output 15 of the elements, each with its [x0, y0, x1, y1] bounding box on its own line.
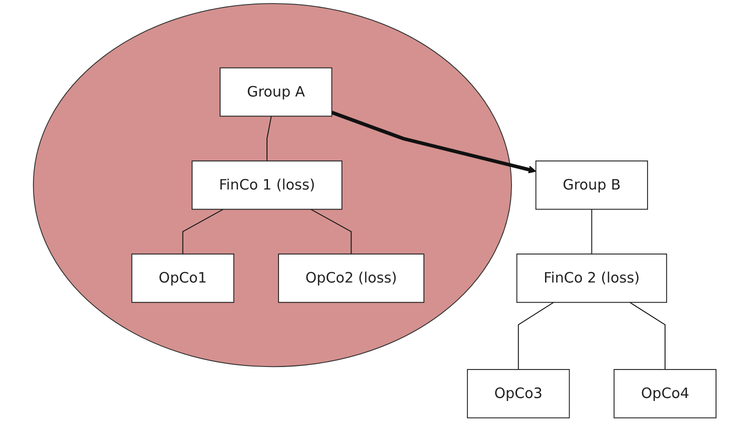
- node-box: FinCo 1 (loss): [192, 160, 342, 210]
- node-box: Group A: [220, 67, 332, 117]
- connector: [591, 208, 592, 254]
- arrow: [331, 110, 536, 174]
- node-box: FinCo 2 (loss): [516, 254, 668, 303]
- node-box: OpCo2 (loss): [278, 254, 424, 303]
- connector: [629, 302, 666, 370]
- connector: [518, 302, 554, 370]
- connector: [310, 208, 352, 254]
- connector: [266, 116, 272, 162]
- node-box: Group B: [535, 160, 648, 210]
- node-box: OpCo3: [466, 369, 570, 418]
- connector: [182, 208, 224, 254]
- node-box: OpCo1: [131, 254, 234, 303]
- node-box: OpCo4: [614, 369, 716, 418]
